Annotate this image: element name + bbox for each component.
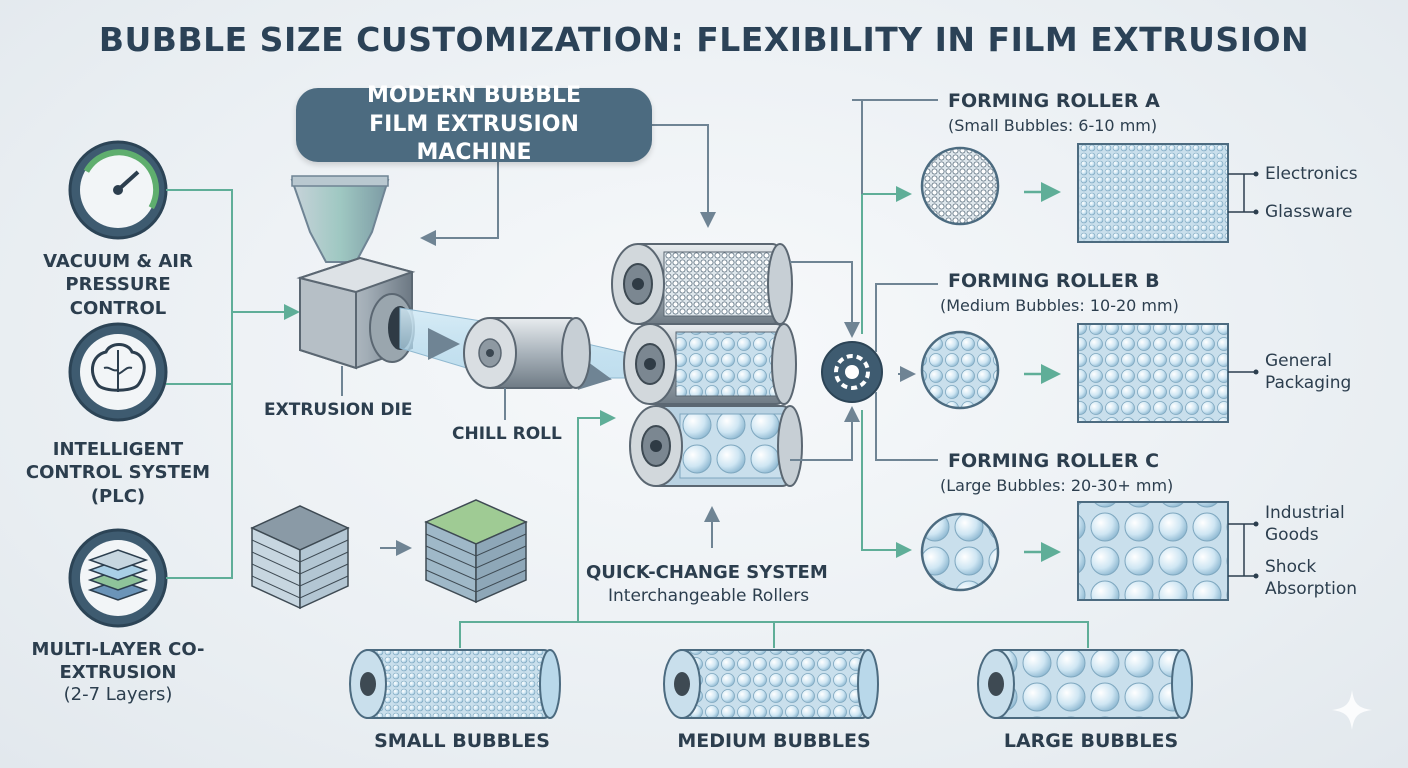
brain-icon [68,322,168,422]
film-sample-large [1077,501,1229,601]
roller-c-name: FORMING ROLLER C [948,450,1160,472]
extrusion-die [296,256,416,396]
vacuum-label: VACUUM & AIR PRESSURE CONTROL [43,251,193,319]
roller-a-name: FORMING ROLLER A [948,90,1160,112]
plc-label: INTELLIGENT CONTROL SYSTEM (PLC) [25,439,211,507]
use-glassware: Glassware [1265,202,1353,222]
roll-large-label: LARGE BUBBLES [1003,730,1179,752]
machine-label: MODERN BUBBLE FILM EXTRUSION MACHINE [366,83,582,166]
page-title: BUBBLE SIZE CUSTOMIZATION: FLEXIBILITY I… [98,20,1310,59]
gauge-icon [68,140,168,240]
multilayer-sublabel: (2-7 Layers) [63,684,173,705]
roller-b-name: FORMING ROLLER B [948,270,1160,292]
use-shock-absorption: Shock Absorption [1265,557,1358,600]
sparkle-icon [1332,690,1372,730]
quick-change-sublabel: Interchangeable Rollers [608,586,810,606]
chill-roll [463,317,591,420]
roll-medium [663,649,879,719]
use-industrial-goods: Industrial Goods [1265,503,1345,546]
roller-a-size: (Small Bubbles: 6-10 mm) [948,116,1158,135]
multilayer-label: MULTI-LAYER CO-EXTRUSION [31,639,205,684]
roll-small-label: SMALL BUBBLES [374,730,550,752]
chill-roll-label: CHILL ROLL [452,424,562,444]
extrusion-die-label: EXTRUSION DIE [264,400,413,420]
use-general-packaging: General Packaging [1265,351,1352,394]
roller-c-pattern [920,512,1000,592]
gear-icon [821,341,883,403]
machine-label-box: MODERN BUBBLE FILM EXTRUSION MACHINE [296,83,652,165]
quick-change-label: QUICK-CHANGE SYSTEM [586,562,828,583]
roll-small [349,649,561,719]
roller-c-size: (Large Bubbles: 20-30+ mm) [940,476,1174,495]
multilayer-stack-after [424,499,528,604]
use-electronics: Electronics [1265,164,1358,184]
roller-b-pattern [920,330,1000,410]
quick-change-rollers [611,243,803,487]
multilayer-stack-before [250,505,350,610]
layers-icon [68,528,168,628]
roll-large [977,649,1193,719]
roller-a-pattern [920,146,1000,226]
roll-medium-label: MEDIUM BUBBLES [677,730,871,752]
film-sample-medium [1077,323,1229,423]
film-sample-small [1077,143,1229,243]
roller-b-size: (Medium Bubbles: 10-20 mm) [940,296,1179,315]
